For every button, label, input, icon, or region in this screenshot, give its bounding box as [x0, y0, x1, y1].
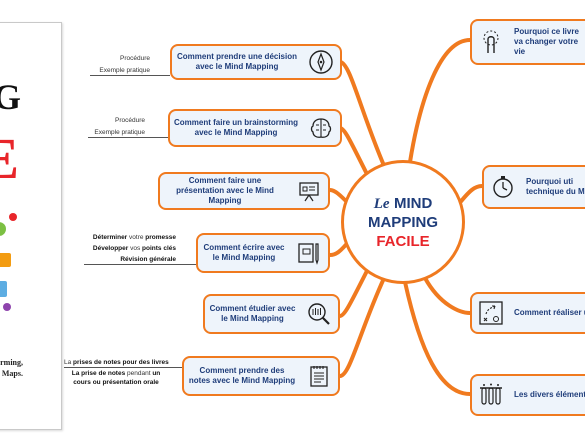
- leaf-writing-key-points[interactable]: Développer vos points clés: [84, 244, 176, 253]
- node-label: Comment faire un brainstorming avec le M…: [174, 118, 299, 137]
- book-cover: NG E istorming, Maps.: [0, 22, 62, 430]
- strategy-board-icon: [478, 300, 504, 326]
- magnifier-book-icon: [306, 301, 332, 327]
- leaf-bold: cours ou présentation orale: [73, 379, 159, 386]
- leaf-connector: [88, 137, 168, 138]
- branch-why-book: [408, 38, 472, 164]
- leaf-decision-example[interactable]: Exemple pratique: [99, 67, 150, 74]
- test-tubes-icon: [478, 382, 504, 408]
- node-label: Comment prendre des notes avec le Mind M…: [188, 366, 296, 385]
- leaf-bold: La prise de notes: [71, 370, 126, 377]
- node-presentation[interactable]: Comment faire une présentation avec le M…: [158, 172, 330, 210]
- leaf-writing-promise[interactable]: Déterminer votre promesse: [84, 233, 176, 242]
- central-topic-prefix: Le: [373, 195, 390, 212]
- node-brainstorming[interactable]: Comment faire un brainstorming avec le M…: [168, 109, 342, 147]
- cover-title-line2: E: [0, 129, 19, 189]
- node-label: Les divers éléments: [514, 390, 585, 399]
- leaf-decision-procedure[interactable]: Procédure: [120, 55, 150, 62]
- leaf-text: La: [64, 359, 74, 366]
- leaf-connector: [64, 367, 182, 368]
- node-label: Comment faire une présentation avec le M…: [176, 176, 274, 205]
- leaf-writing-review[interactable]: Révision générale: [84, 255, 176, 264]
- branch-study: [338, 263, 372, 318]
- branch-elements: [403, 280, 472, 396]
- leaf-connector: [90, 75, 170, 76]
- cover-title-line1: NG: [0, 77, 21, 117]
- node-how-make[interactable]: Comment réaliser un: [470, 292, 585, 334]
- leaf-bold: prises de notes pour des livres: [73, 359, 169, 366]
- central-topic-line3: FACILE: [376, 232, 430, 250]
- node-why-book[interactable]: Pourquoi ce livre va changer votre vie: [470, 19, 585, 65]
- leaf-notes-course-cont[interactable]: cours ou présentation orale: [70, 378, 162, 387]
- cover-subtitle-line2: Maps.: [1, 369, 23, 378]
- branch-notes: [338, 274, 387, 378]
- notebook-pen-icon: [296, 240, 322, 266]
- node-elements[interactable]: Les divers éléments: [470, 374, 585, 416]
- node-label: Comment réaliser un: [514, 308, 585, 317]
- leaf-brainstorming-procedure[interactable]: Procédure: [115, 117, 145, 124]
- compass-icon: [308, 49, 334, 75]
- leaf-bold: promesse: [145, 234, 176, 241]
- presentation-board-icon: [296, 178, 322, 204]
- node-study[interactable]: Comment étudier avec le Mind Mapping: [203, 294, 340, 334]
- node-label: Comment écrire avec le Mind Mapping: [203, 243, 285, 262]
- leaf-notes-course[interactable]: La prise de notes pendant un: [70, 369, 162, 378]
- leaf-text: pendant: [125, 370, 153, 377]
- stopwatch-icon: [490, 174, 516, 200]
- leaf-text: vos: [128, 245, 143, 252]
- node-writing[interactable]: Comment écrire avec le Mind Mapping: [196, 233, 330, 273]
- notepad-icon: [306, 363, 332, 389]
- cover-illustration: [0, 213, 17, 311]
- touch-hand-icon: [478, 29, 504, 55]
- leaf-bold: Déterminer: [92, 234, 128, 241]
- leaf-bold: Révision générale: [120, 256, 176, 263]
- node-why-technique[interactable]: Pourquoi uti technique du Min: [482, 165, 585, 209]
- leaf-brainstorming-example[interactable]: Exemple pratique: [94, 129, 145, 136]
- node-decision[interactable]: Comment prendre une décision avec le Min…: [170, 44, 342, 80]
- central-topic-line2: MAPPING: [367, 213, 438, 231]
- node-label: Pourquoi ce livre va changer votre vie: [514, 27, 579, 56]
- leaf-bold: Développer: [92, 245, 129, 252]
- branch-decision: [338, 60, 387, 170]
- branch-how-make: [423, 276, 472, 315]
- node-label: Comment prendre une décision avec le Min…: [176, 52, 298, 71]
- cover-subtitle-line1: istorming,: [0, 358, 23, 367]
- leaf-notes-books[interactable]: La prises de notes pour des livres: [64, 358, 169, 367]
- node-label: Pourquoi uti technique du Min: [526, 177, 585, 196]
- leaf-bold: points clés: [142, 245, 176, 252]
- leaf-text: votre: [127, 234, 146, 241]
- node-label: Comment étudier avec le Mind Mapping: [209, 304, 296, 323]
- central-topic[interactable]: Le MIND MAPPING FACILE: [341, 160, 465, 284]
- node-notes[interactable]: Comment prendre des notes avec le Mind M…: [182, 356, 340, 396]
- leaf-bold: un: [152, 370, 161, 377]
- central-topic-line1: MIND: [393, 194, 433, 212]
- brain-icon: [308, 115, 334, 141]
- leaf-connector: [84, 264, 196, 265]
